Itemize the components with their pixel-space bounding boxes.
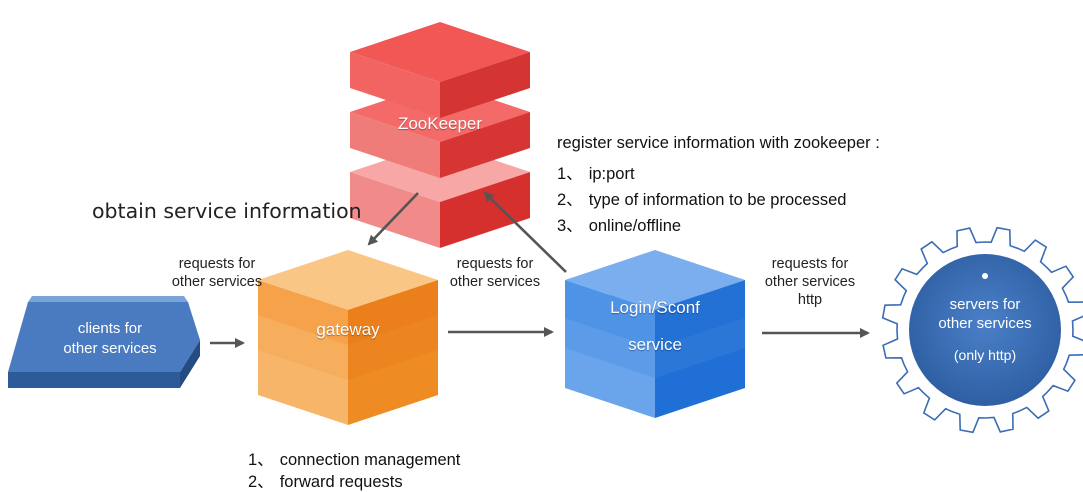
arrow-login-to-zookeeper [483, 191, 567, 273]
clients-label-line2: other services [63, 340, 157, 357]
servers-label-line2: other services [938, 315, 1032, 332]
login-service-label-line2: service [628, 335, 682, 354]
connector-arrows [210, 191, 870, 348]
register-item-num: 3、 [557, 217, 583, 235]
clients-label-line1: clients for [77, 320, 143, 337]
requests-left-line2: other services [171, 274, 263, 290]
register-item-num: 1、 [557, 165, 583, 183]
gateway-node [258, 250, 438, 425]
servers-disc [909, 254, 1061, 406]
servers-label-line3: (only http) [953, 347, 1017, 363]
register-item-1: 1、 ip:port [557, 160, 635, 184]
register-item-text: type of information to be processed [588, 191, 847, 209]
gateway-note-num: 2、 [248, 473, 274, 491]
servers-node [881, 226, 1083, 434]
gateway-note-1: 1、 connection management [248, 446, 460, 470]
register-item-3: 3、 online/offline [557, 212, 681, 236]
gateway-note-text: forward requests [279, 473, 403, 491]
register-item-2: 2、 type of information to be processed [557, 186, 846, 210]
requests-right-line2: other services [764, 274, 856, 290]
register-item-num: 2、 [557, 191, 583, 209]
requests-right-line1: requests for [771, 256, 849, 272]
gateway-note-2: 2、 forward requests [248, 468, 403, 492]
register-title: register service information with zookee… [557, 134, 880, 152]
login-service-label-line1: Login/Sconf [610, 298, 700, 317]
requests-mid-line2: other services [449, 274, 541, 290]
servers-label-line1: servers for [949, 296, 1021, 313]
login-service-node [565, 250, 745, 418]
clients-node [8, 296, 200, 388]
arrow-zookeeper-to-gateway [367, 192, 419, 246]
zookeeper-label: ZooKeeper [397, 114, 483, 133]
register-item-text: ip:port [588, 165, 635, 183]
requests-left-line1: requests for [178, 256, 256, 272]
gateway-label: gateway [316, 320, 380, 339]
requests-mid-line1: requests for [456, 256, 534, 272]
obtain-service-info-label: obtain service information [92, 199, 362, 223]
requests-right-line3: http [797, 292, 823, 308]
register-item-text: online/offline [588, 217, 682, 235]
gateway-note-text: connection management [279, 451, 461, 469]
gateway-note-num: 1、 [248, 451, 274, 469]
zookeeper-node [350, 22, 530, 248]
